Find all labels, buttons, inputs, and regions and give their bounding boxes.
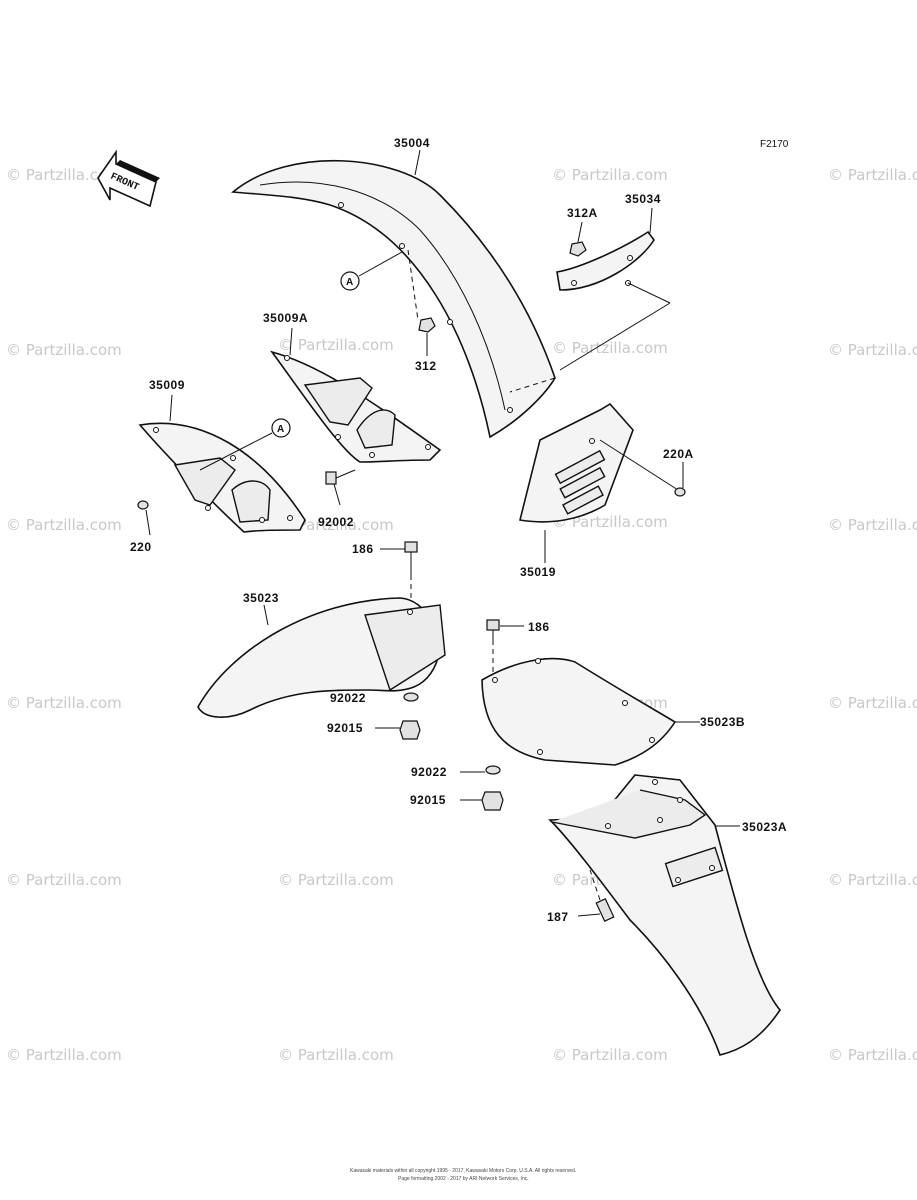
watermark: © Partzilla.com: [552, 339, 668, 357]
washer-92022-left: [403, 692, 419, 702]
part-label-186-right: 186: [528, 620, 550, 634]
watermark: © Partzilla.com: [828, 871, 917, 889]
watermark: © Partzilla.com: [278, 516, 394, 534]
watermarks: © Partzilla.com © Partzilla.com © Partzi…: [6, 166, 917, 1064]
plate-35019: [519, 402, 679, 563]
fork-guard-35009: [138, 394, 306, 533]
bolt-92002: [325, 469, 356, 506]
bolt-220: [137, 500, 151, 536]
part-label-92022-right: 92022: [411, 765, 447, 779]
part-label-35023b: 35023B: [700, 715, 745, 729]
part-label-35034: 35034: [625, 192, 661, 206]
watermark: © Partzilla.com: [828, 166, 917, 184]
part-label-92015-left: 92015: [327, 721, 363, 735]
part-label-35004: 35004: [394, 136, 430, 150]
watermark: © Partzilla.com: [278, 1046, 394, 1064]
watermark: © Partzilla.com: [828, 341, 917, 359]
part-label-220: 220: [130, 540, 152, 554]
nut-312a: [569, 221, 587, 257]
watermark: © Partzilla.com: [828, 1046, 917, 1064]
part-label-35009: 35009: [149, 378, 185, 392]
part-label-35023: 35023: [243, 591, 279, 605]
copyright-line-2: Page formatting 2002 - 2017 by ARI Netwo…: [398, 1176, 529, 1182]
watermark: © Partzilla.com: [278, 871, 394, 889]
front-fender-35004: [230, 149, 556, 439]
watermark: © Partzilla.com: [6, 166, 122, 184]
watermark: © Partzilla.com: [6, 516, 122, 534]
bracket-35034: [509, 207, 671, 393]
bolt-220a: [674, 462, 686, 497]
front-arrow-icon: FRONT: [97, 149, 160, 208]
watermark: © Partzilla.com: [552, 1046, 668, 1064]
bolt-187: [577, 869, 615, 922]
part-label-92015-right: 92015: [410, 793, 446, 807]
watermark: © Partzilla.com: [278, 336, 394, 354]
nut-92015-right: [460, 791, 504, 811]
watermark: © Partzilla.com: [552, 513, 668, 531]
figure-code: F2170: [760, 139, 789, 150]
part-label-312a: 312A: [567, 206, 598, 220]
watermark: © Partzilla.com: [6, 1046, 122, 1064]
rear-fender-cover-35023b: [481, 657, 700, 766]
part-label-35009a: 35009A: [263, 311, 308, 325]
callout-marker: A: [277, 424, 284, 435]
watermark: © Partzilla.com: [552, 166, 668, 184]
part-label-220a: 220A: [663, 447, 694, 461]
part-label-92002: 92002: [318, 515, 354, 529]
rear-fender-35023: [197, 597, 446, 718]
callout-marker: A: [346, 277, 353, 288]
washer-92022-right: [460, 765, 501, 775]
watermark: © Partzilla.com: [828, 516, 917, 534]
fork-guard-35009a: [269, 327, 442, 463]
rear-fender-35023a: [548, 774, 781, 1056]
watermark: © Partzilla.com: [6, 871, 122, 889]
part-label-312: 312: [415, 359, 437, 373]
nut-312: [418, 317, 436, 356]
part-label-35023a: 35023A: [742, 820, 787, 834]
nut-92015-left: [375, 720, 421, 740]
copyright-line-1: Kawasaki materials within all copyright …: [350, 1168, 576, 1174]
part-label-187: 187: [547, 910, 569, 924]
bolt-186-right: [486, 619, 524, 690]
callout-a-lower: A: [199, 418, 291, 471]
watermark: © Partzilla.com: [6, 341, 122, 359]
part-label-186-upper: 186: [352, 542, 374, 556]
part-label-35019: 35019: [520, 565, 556, 579]
callout-a-upper: A: [340, 251, 403, 291]
watermark: © Partzilla.com: [828, 694, 917, 712]
watermark: © Partzilla.com: [6, 694, 122, 712]
part-label-92022-left: 92022: [330, 691, 366, 705]
